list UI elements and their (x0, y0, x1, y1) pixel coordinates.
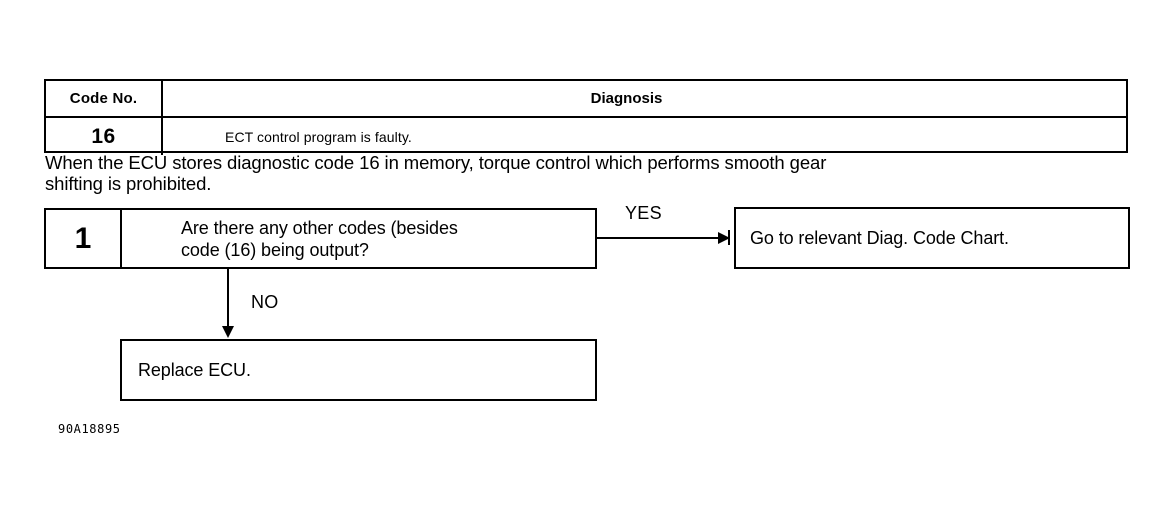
table-cell-code-value: 16 (46, 118, 163, 155)
step-number-label: 1 (74, 221, 92, 255)
table-header-cell-diagnosis: Diagnosis (163, 81, 1126, 116)
step-question-label: Are there any other codes (besides code … (181, 217, 458, 260)
table-row: 16 ECT control program is faulty. (46, 118, 1126, 155)
edge-label-yes: YES (625, 203, 662, 223)
outcome-replace-ecu-label: Replace ECU. (138, 359, 251, 380)
connector-line-no (227, 269, 229, 331)
outcome-box-goto-chart: Go to relevant Diag. Code Chart. (734, 207, 1130, 269)
diagnosis-header-label: Diagnosis (590, 90, 663, 107)
figure-id-caption: 90A18895 (58, 422, 121, 436)
diagnostic-code-table: Code No. Diagnosis 16 ECT control progra… (44, 79, 1128, 155)
table-header-row: Code No. Diagnosis (46, 81, 1126, 118)
edge-label-no: NO (251, 292, 279, 312)
step-question-cell: Are there any other codes (besides code … (122, 210, 595, 267)
code-no-header-label: Code No. (69, 90, 138, 107)
table-header-cell-code: Code No. (46, 81, 163, 116)
flowchart-step-1-box: 1 Are there any other codes (besides cod… (44, 208, 597, 269)
table-cell-diagnosis-value: ECT control program is faulty. (163, 118, 1126, 155)
intro-paragraph: When the ECU stores diagnostic code 16 i… (45, 152, 827, 194)
code-number-value: 16 (91, 124, 116, 148)
arrow-head-right-icon (718, 232, 730, 244)
connector-line-yes (597, 237, 725, 239)
diagnosis-text-value: ECT control program is faulty. (225, 128, 412, 145)
arrow-head-down-icon (222, 326, 234, 338)
step-number-cell: 1 (46, 210, 122, 267)
connector-stub-yes (728, 230, 730, 245)
outcome-goto-chart-label: Go to relevant Diag. Code Chart. (750, 227, 1009, 248)
outcome-box-replace-ecu: Replace ECU. (120, 339, 597, 401)
